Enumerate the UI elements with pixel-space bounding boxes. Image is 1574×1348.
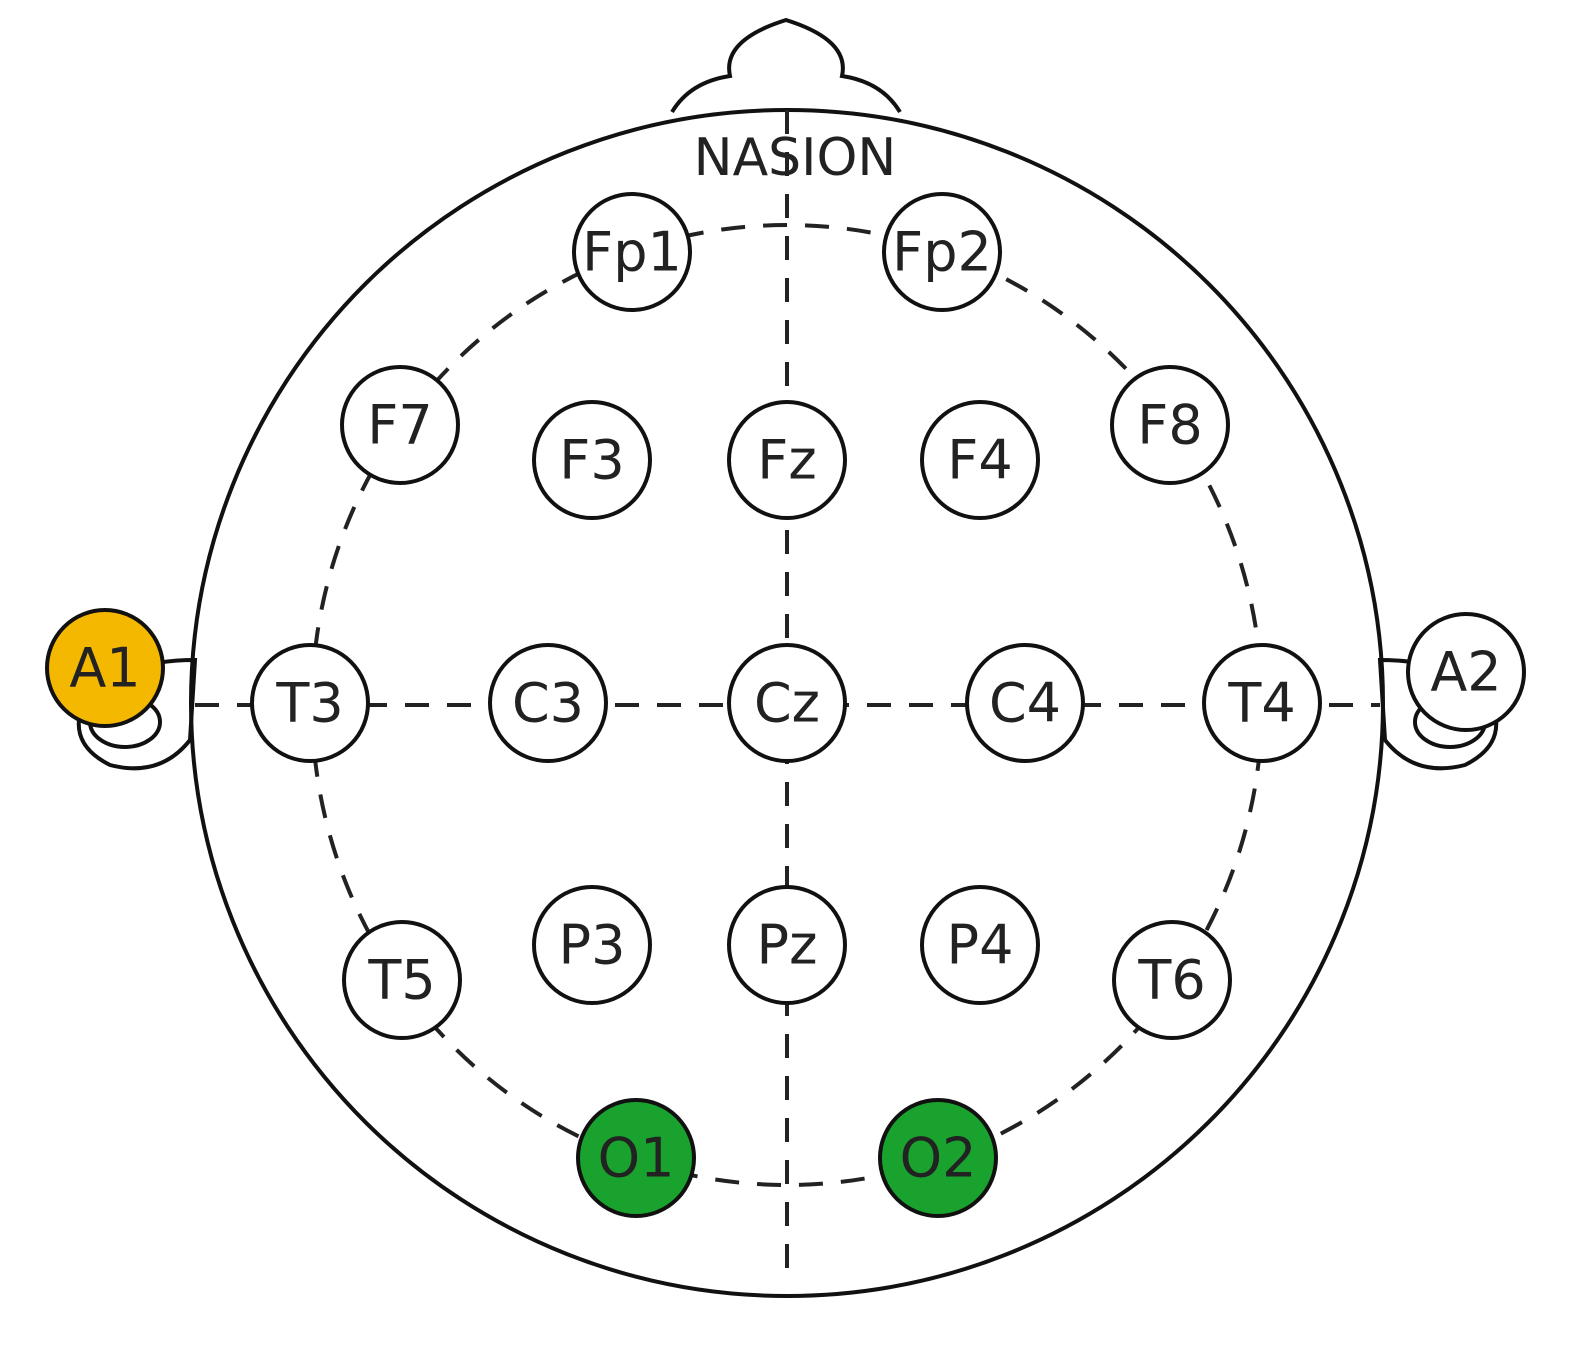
electrode-label: F7 <box>367 394 432 457</box>
electrode-label: P3 <box>559 914 626 977</box>
electrode-label: Cz <box>754 672 820 735</box>
electrode-marker <box>882 192 1002 312</box>
electrode-label: C3 <box>512 672 584 735</box>
electrode-marker <box>1406 612 1526 732</box>
electrode-t6: T6 <box>1112 920 1232 1040</box>
electrode-marker <box>727 885 847 1005</box>
electrode-label: Fz <box>757 429 816 492</box>
electrode-label: F4 <box>947 429 1012 492</box>
electrode-label: O2 <box>900 1127 977 1190</box>
electrode-t4: T4 <box>1202 643 1322 763</box>
electrode-label: T6 <box>1137 949 1205 1012</box>
electrode-f4: F4 <box>920 400 1040 520</box>
electrode-c4: C4 <box>965 643 1085 763</box>
electrode-label: Fp1 <box>582 221 682 284</box>
electrode-fp1: Fp1 <box>572 192 692 312</box>
electrode-marker <box>532 400 652 520</box>
electrode-marker <box>920 400 1040 520</box>
electrode-marker <box>1110 365 1230 485</box>
electrode-t3: T3 <box>250 643 370 763</box>
electrode-label: C4 <box>989 672 1061 735</box>
electrode-f8: F8 <box>1110 365 1230 485</box>
electrode-label: A1 <box>69 637 140 700</box>
electrode-label: Fp2 <box>892 221 992 284</box>
electrode-marker <box>1202 643 1322 763</box>
nasion-label: NASION <box>694 128 897 188</box>
electrode-label: P4 <box>947 914 1014 977</box>
electrode-marker <box>727 400 847 520</box>
electrode-marker <box>45 608 165 728</box>
electrode-label: T3 <box>275 672 343 735</box>
electrode-marker <box>965 643 1085 763</box>
electrode-o1: O1 <box>576 1098 696 1218</box>
electrode-marker <box>1112 920 1232 1040</box>
electrode-label: F3 <box>559 429 624 492</box>
electrode-marker <box>576 1098 696 1218</box>
electrode-marker <box>532 885 652 1005</box>
nose-outline <box>670 17 902 114</box>
electrode-marker <box>488 643 608 763</box>
electrode-marker <box>572 192 692 312</box>
electrode-label: O1 <box>598 1127 675 1190</box>
electrode-fz: Fz <box>727 400 847 520</box>
electrode-label: A2 <box>1430 641 1501 704</box>
electrode-p4: P4 <box>920 885 1040 1005</box>
electrode-p3: P3 <box>532 885 652 1005</box>
electrode-marker <box>250 643 370 763</box>
electrode-label: T4 <box>1227 672 1295 735</box>
electrode-fp2: Fp2 <box>882 192 1002 312</box>
electrode-t5: T5 <box>342 920 462 1040</box>
electrode-marker <box>920 885 1040 1005</box>
electrode-marker <box>340 365 460 485</box>
electrode-marker <box>878 1098 998 1218</box>
electrode-c3: C3 <box>488 643 608 763</box>
electrode-marker <box>727 643 847 763</box>
electrode-cz: Cz <box>727 643 847 763</box>
electrode-pz: Pz <box>727 885 847 1005</box>
electrode-label: T5 <box>367 949 435 1012</box>
electrode-label: Pz <box>757 914 818 977</box>
electrode-a2: A2 <box>1406 612 1526 732</box>
electrode-label: F8 <box>1137 394 1202 457</box>
electrode-a1: A1 <box>45 608 165 728</box>
electrode-f3: F3 <box>532 400 652 520</box>
electrode-f7: F7 <box>340 365 460 485</box>
electrode-marker <box>342 920 462 1040</box>
electrode-o2: O2 <box>878 1098 998 1218</box>
